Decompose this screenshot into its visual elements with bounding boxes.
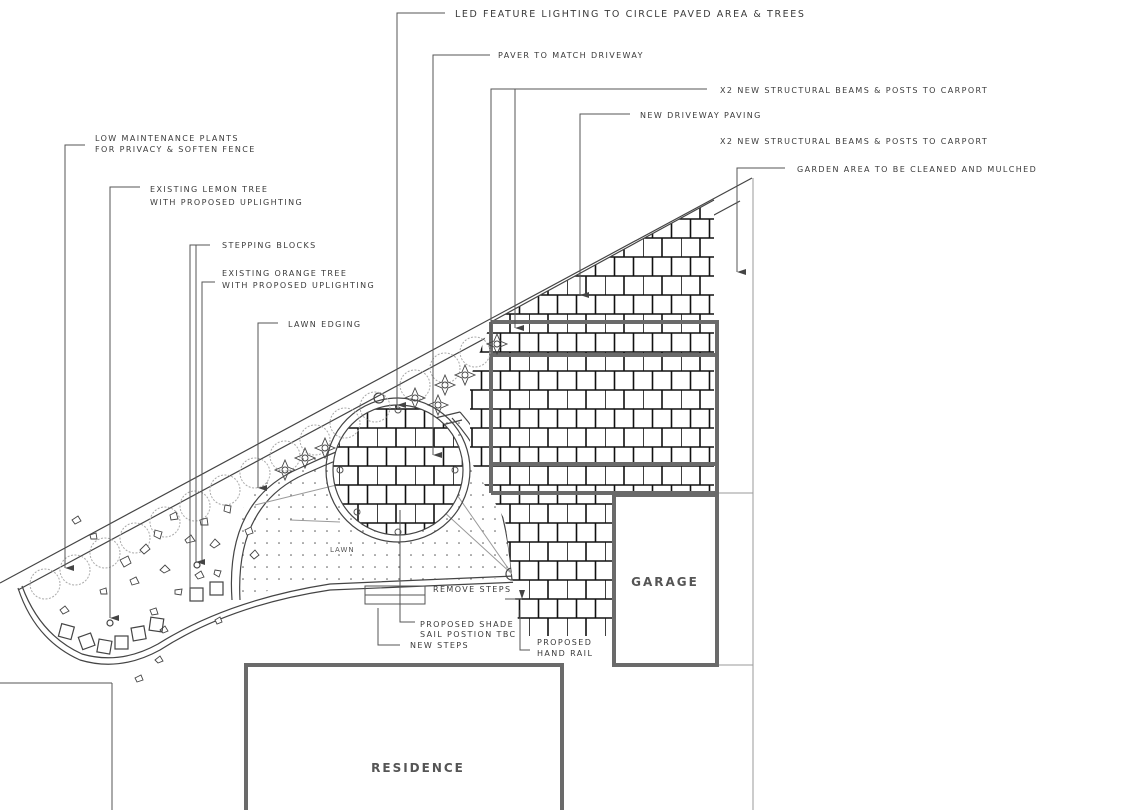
label-orange-1: EXISTING ORANGE TREE: [222, 269, 347, 278]
label-lemon-2: WITH PROPOSED UPLIGHTING: [150, 198, 303, 207]
label-low-maint-2: FOR PRIVACY & SOFTEN FENCE: [95, 145, 256, 154]
garage-label: GARAGE: [631, 575, 699, 589]
residence: RESIDENCE: [244, 663, 564, 810]
flowering-plants: [273, 332, 509, 482]
label-remove-steps: REMOVE STEPS: [433, 585, 511, 594]
label-shade-sail-1: PROPOSED SHADE: [420, 620, 514, 629]
lemon-tree-uplight-icon: [106, 619, 114, 627]
lawn-label: LAWN: [330, 546, 355, 554]
garage: GARAGE: [612, 493, 719, 667]
privacy-plants: [29, 336, 491, 600]
label-beams-2: X2 NEW STRUCTURAL BEAMS & POSTS TO CARPO…: [720, 137, 988, 146]
label-orange-2: WITH PROPOSED UPLIGHTING: [222, 281, 375, 290]
stepping-blocks: [57, 581, 224, 655]
label-new-steps: NEW STEPS: [410, 641, 469, 650]
label-led-lighting: LED FEATURE LIGHTING TO CIRCLE PAVED ARE…: [455, 9, 805, 20]
annotations: LED FEATURE LIGHTING TO CIRCLE PAVED ARE…: [95, 9, 1037, 658]
mulch-fragments: [59, 504, 260, 683]
leader-lines: [64, 12, 785, 651]
label-low-maint-1: LOW MAINTENANCE PLANTS: [95, 134, 239, 143]
label-lemon-1: EXISTING LEMON TREE: [150, 185, 268, 194]
orange-tree-uplight-icon: [193, 561, 201, 569]
label-shade-sail-2: SAIL POSTION TBC: [420, 630, 517, 639]
label-lawn-edging: LAWN EDGING: [288, 320, 361, 329]
label-stepping-blocks: STEPPING BLOCKS: [222, 241, 317, 250]
label-hand-rail-2: HAND RAIL: [537, 649, 593, 658]
residence-label: RESIDENCE: [371, 761, 465, 775]
new-steps: [364, 585, 426, 605]
label-garden-mulch: GARDEN AREA TO BE CLEANED AND MULCHED: [797, 165, 1037, 174]
garden-bed: [17, 575, 521, 665]
label-driveway-paving: NEW DRIVEWAY PAVING: [640, 111, 762, 120]
circle-paved-area: [325, 397, 471, 543]
label-beams-1: X2 NEW STRUCTURAL BEAMS & POSTS TO CARPO…: [720, 86, 988, 95]
label-paver-match: PAVER TO MATCH DRIVEWAY: [498, 51, 644, 60]
label-hand-rail-1: PROPOSED: [537, 638, 592, 647]
